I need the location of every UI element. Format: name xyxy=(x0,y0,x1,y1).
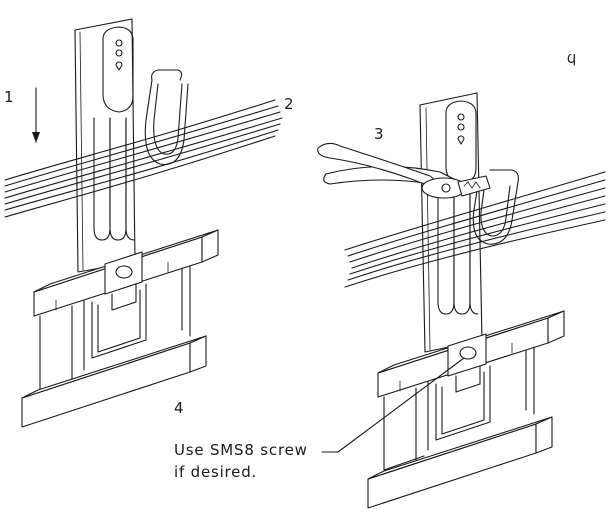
left-clip-block xyxy=(33,229,219,317)
right-bracket-plate xyxy=(419,92,483,353)
left-wire-bundle xyxy=(4,99,283,218)
right-wire-bundle xyxy=(344,171,606,288)
left-assembly xyxy=(4,18,283,428)
corner-mark: Ϥ xyxy=(567,52,576,66)
right-assembly xyxy=(317,92,606,509)
screw-note-line2: if desired. xyxy=(174,463,257,481)
screw-leader-line xyxy=(321,357,465,453)
left-strap xyxy=(144,69,189,166)
step3-label: 3 xyxy=(374,125,384,143)
left-base xyxy=(21,335,207,428)
step4-label: 4 xyxy=(174,399,184,417)
right-strap xyxy=(472,169,519,245)
right-frame xyxy=(383,346,535,471)
left-frame xyxy=(39,265,191,393)
step2-label: 2 xyxy=(284,95,294,113)
step1-arrow xyxy=(32,87,40,143)
step1-label: 1 xyxy=(4,88,14,106)
screw-note-line1: Use SMS8 screw xyxy=(174,441,308,459)
right-clip-block xyxy=(377,310,565,398)
right-base xyxy=(367,416,553,509)
pliers-tool xyxy=(317,142,491,199)
